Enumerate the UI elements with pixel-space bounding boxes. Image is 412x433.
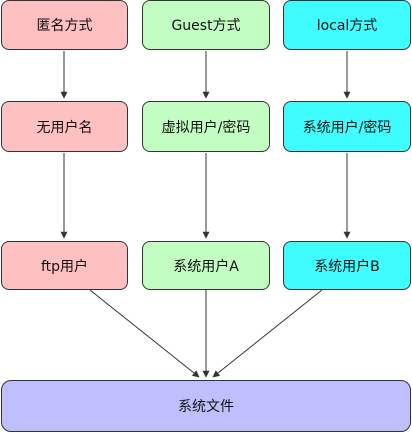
node-local-method: local方式 (283, 0, 411, 50)
node-system-user-password: 系统用户/密码 (283, 101, 411, 152)
node-ftp-user-label: ftp用户 (40, 258, 89, 275)
node-virtual-user: 虚拟用户/密码 (142, 101, 270, 152)
node-system-user-a-label: 系统用户A (173, 258, 239, 275)
arrow-ftpuser-to-files (89, 289, 200, 378)
node-no-username-label: 无用户名 (36, 119, 93, 136)
node-system-user-a: 系统用户A (142, 241, 270, 290)
node-no-username: 无用户名 (1, 101, 128, 152)
node-system-user-b: 系统用户B (283, 241, 411, 290)
node-virtual-user-label: 虚拟用户/密码 (161, 119, 251, 136)
node-system-user-b-label: 系统用户B (314, 258, 380, 275)
node-guest-method-label: Guest方式 (171, 18, 241, 34)
node-system-files-label: 系统文件 (178, 399, 234, 415)
node-anon-method-label: 匿名方式 (36, 18, 93, 34)
node-local-method-label: local方式 (316, 18, 378, 34)
arrow-userb-to-files (212, 289, 323, 378)
node-system-files: 系统文件 (1, 380, 411, 432)
node-anon-method: 匿名方式 (1, 0, 128, 50)
node-guest-method: Guest方式 (142, 0, 270, 50)
node-system-user-password-label: 系统用户/密码 (302, 119, 392, 136)
node-ftp-user: ftp用户 (1, 241, 128, 290)
